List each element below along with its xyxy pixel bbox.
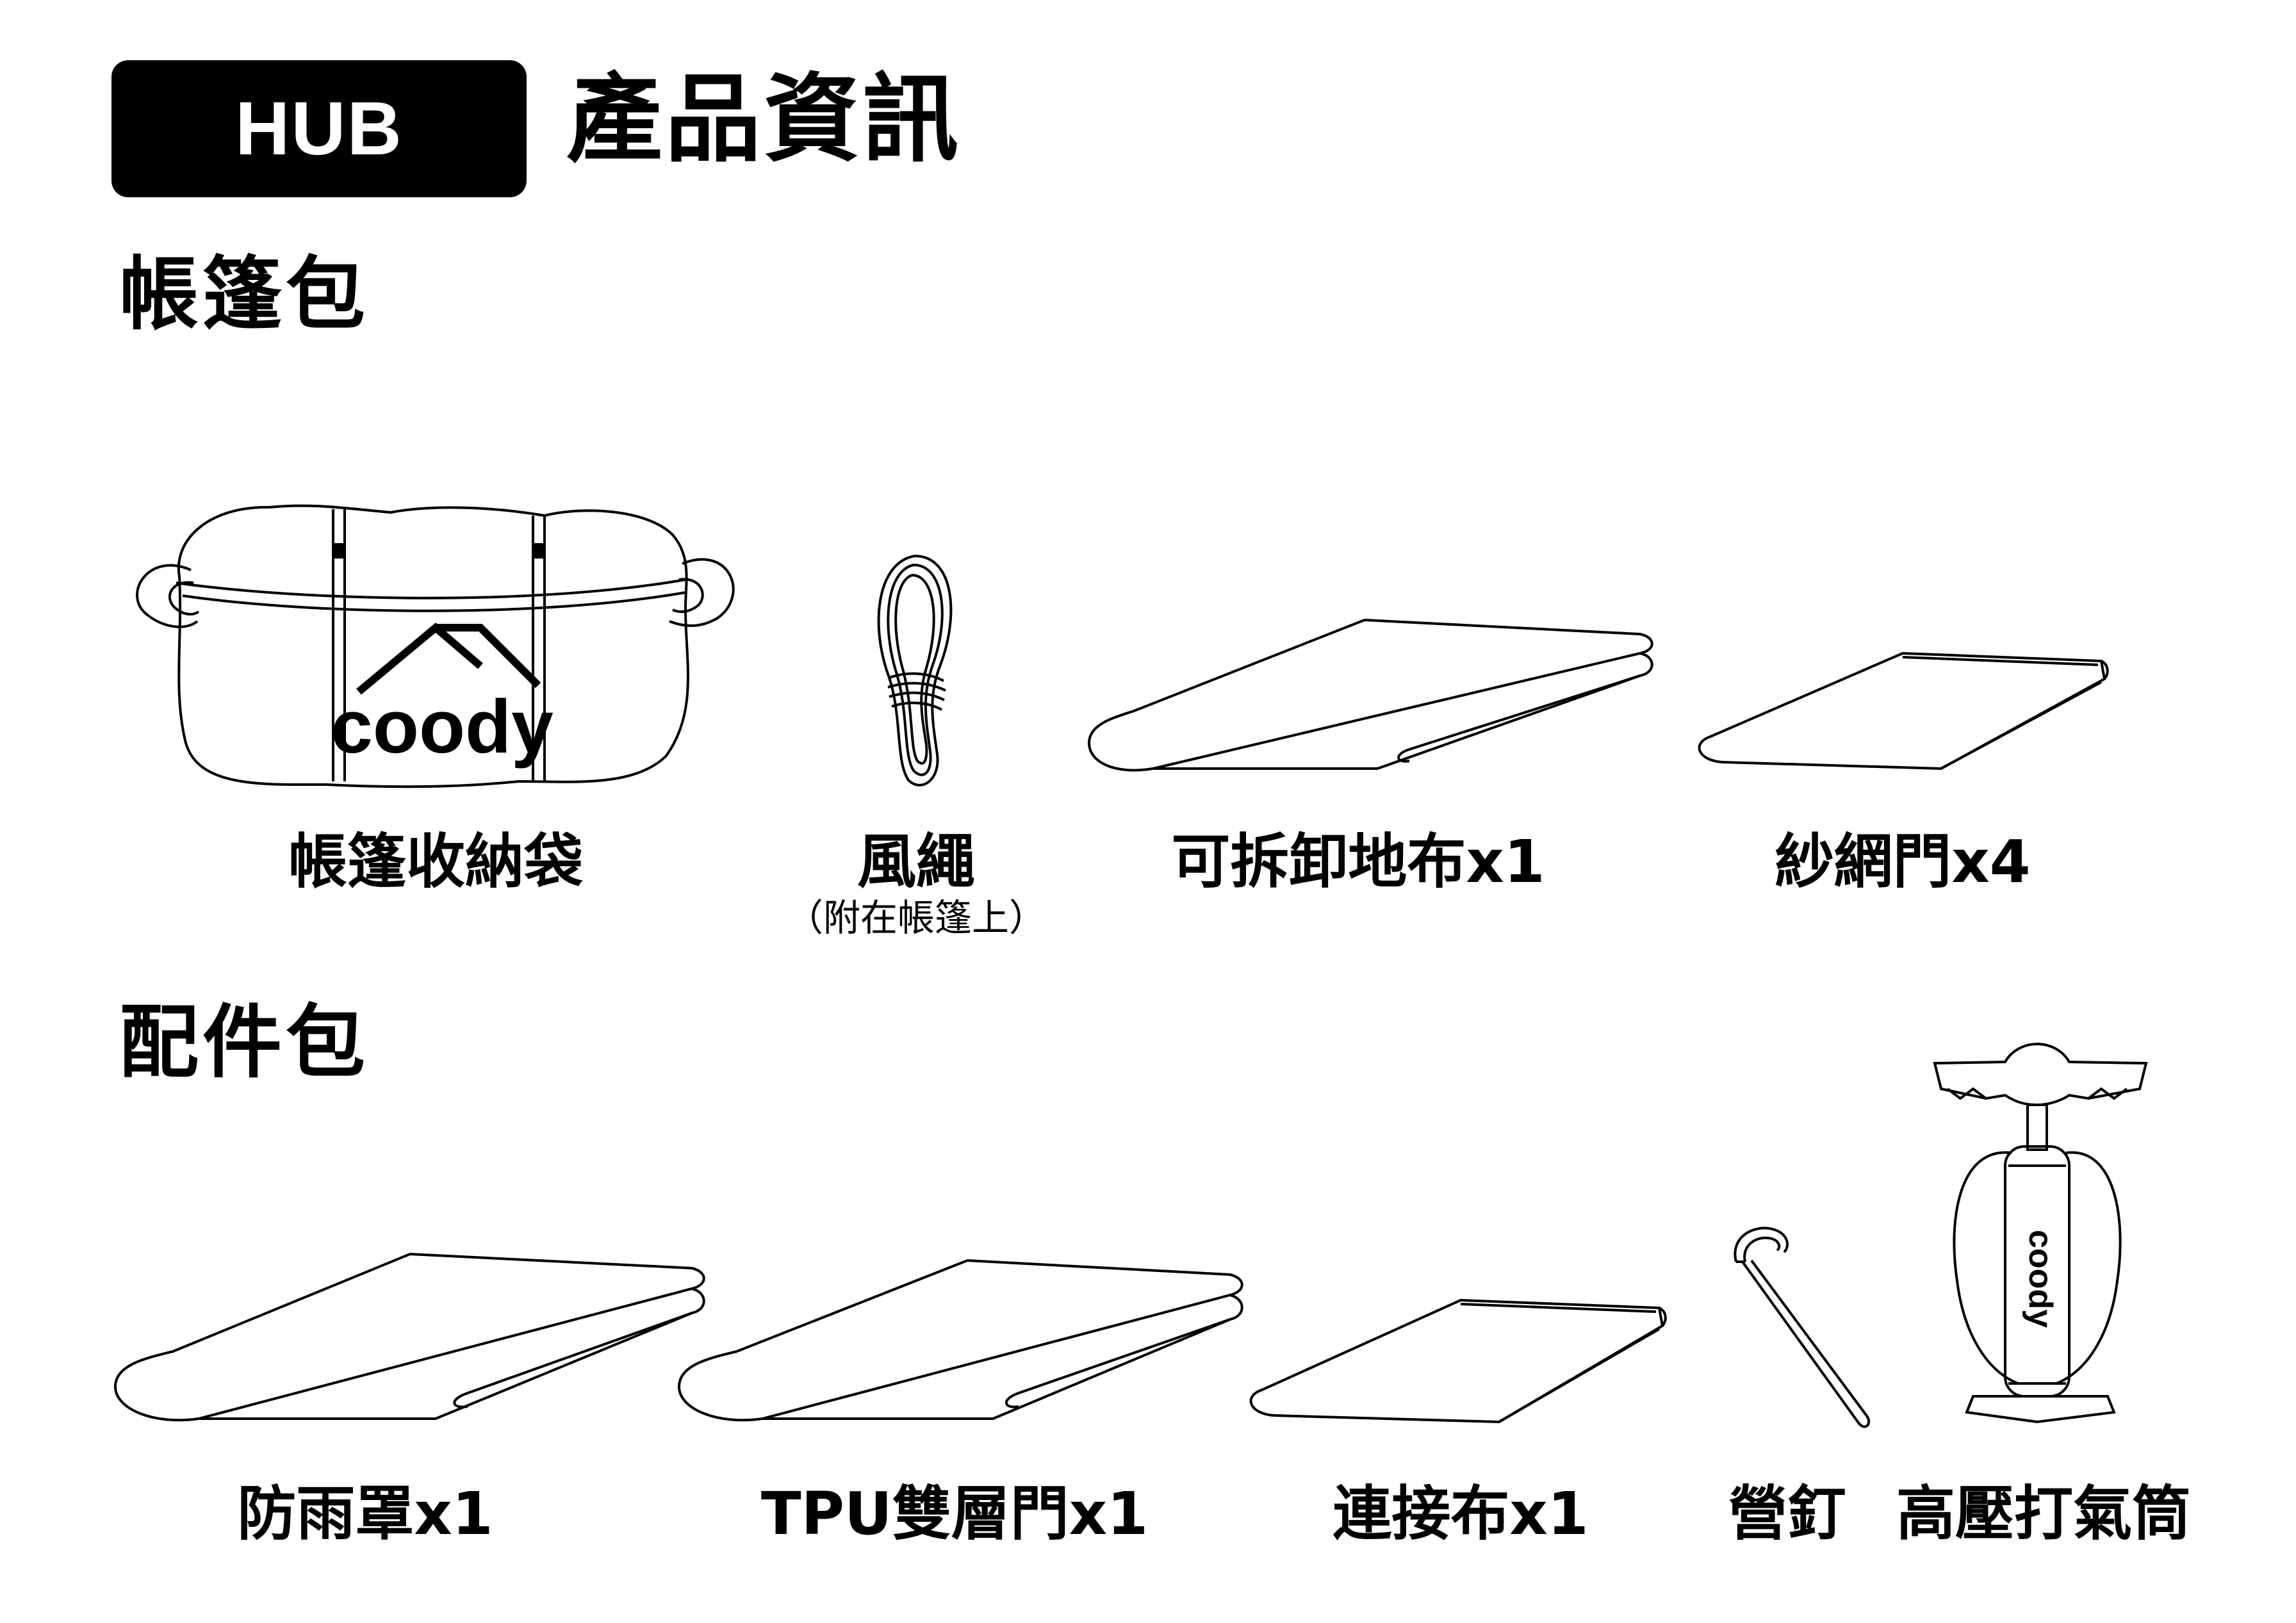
- hub-badge-label: HUB: [235, 86, 403, 171]
- label-connector-cloth: 連接布x1: [1332, 1480, 1589, 1548]
- folded-groundsheet-icon: [1076, 615, 1653, 781]
- label-mesh-door: 紗網門x4: [1775, 828, 2031, 896]
- air-pump-logo: coody: [2022, 1230, 2059, 1328]
- label-air-pump: 高壓打氣筒: [1896, 1480, 2191, 1548]
- section-title-accessory-bag: 配件包: [119, 997, 370, 1089]
- label-tent-stake: 營釘: [1728, 1480, 1846, 1548]
- tent-bag-icon: coody: [122, 500, 743, 794]
- folded-rain-cover-icon: [109, 1249, 705, 1428]
- page-title: 產品資訊: [566, 64, 962, 175]
- folded-mesh-door-icon: [1685, 647, 2114, 775]
- rope-icon: [864, 550, 966, 793]
- hub-badge: HUB: [111, 60, 527, 197]
- section-title-tent-bag: 帳篷包: [119, 249, 370, 341]
- note-rope: （附在帳篷上）: [785, 896, 1046, 940]
- folded-tpu-door-icon: [673, 1255, 1243, 1428]
- label-groundsheet: 可拆卸地布x1: [1171, 828, 1545, 896]
- label-tpu-door: TPU雙層門x1: [760, 1480, 1149, 1548]
- air-pump-icon: coody: [1922, 1038, 2159, 1428]
- label-rain-cover: 防雨罩x1: [237, 1480, 493, 1548]
- tent-stake-icon: [1723, 1217, 1877, 1435]
- label-tent-bag: 帳篷收納袋: [288, 828, 583, 896]
- label-rope: 風繩: [857, 828, 975, 896]
- folded-connector-cloth-icon: [1236, 1294, 1672, 1428]
- tent-bag-logo: coody: [331, 685, 554, 769]
